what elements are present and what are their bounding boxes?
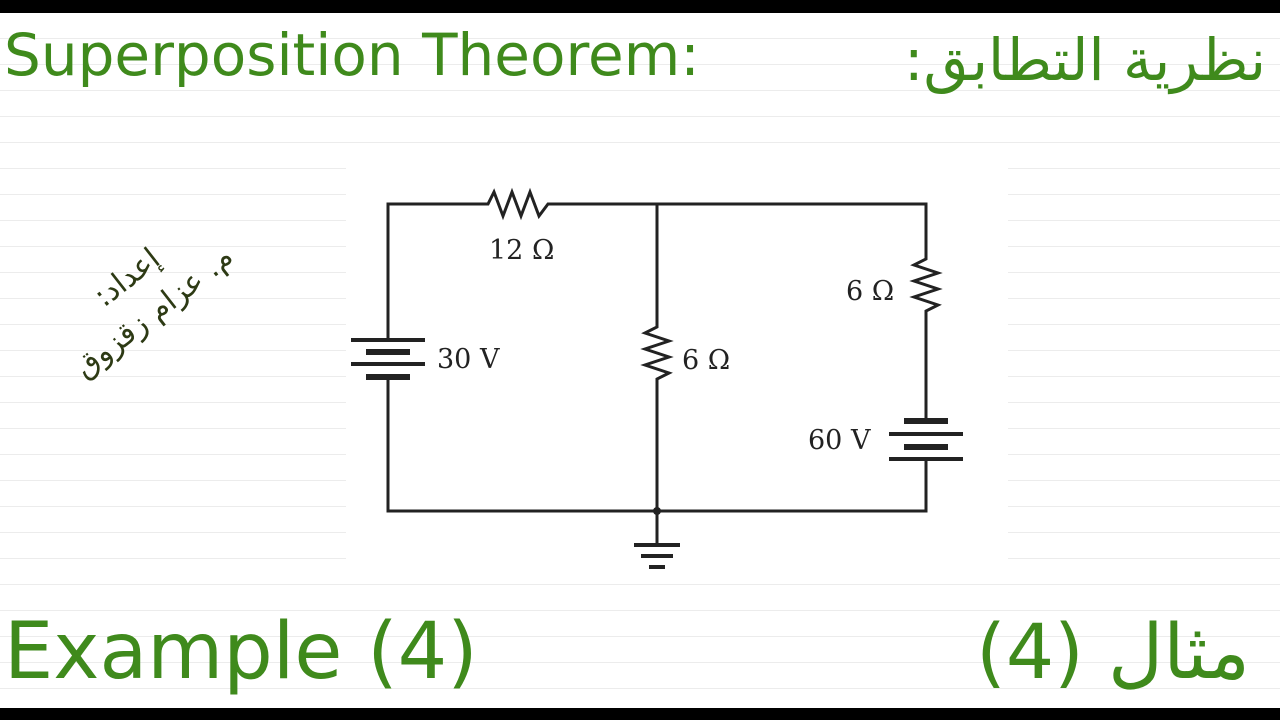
junction-dot bbox=[653, 507, 661, 515]
circuit-panel bbox=[346, 160, 1008, 560]
label-r-right: 6 Ω bbox=[846, 276, 894, 307]
top-black-bar bbox=[0, 0, 1280, 13]
label-r-middle: 6 Ω bbox=[682, 345, 730, 376]
example-arabic: مثال (4) bbox=[976, 607, 1250, 696]
right-branch-upper bbox=[909, 202, 943, 422]
label-r-top: 12 Ω bbox=[489, 235, 554, 266]
top-wire bbox=[386, 187, 928, 221]
middle-branch bbox=[640, 202, 674, 513]
title-arabic: نظرية التطابق: bbox=[904, 26, 1266, 94]
label-source-60v: 60 V bbox=[808, 425, 871, 456]
bottom-black-bar bbox=[0, 708, 1280, 720]
label-source-30v: 30 V bbox=[437, 344, 500, 375]
battery-30v bbox=[351, 338, 425, 380]
battery-60v bbox=[889, 418, 963, 461]
circuit-diagram: 12 Ω 6 Ω 6 Ω 30 V 60 V bbox=[351, 187, 963, 569]
example-english: Example (4) bbox=[4, 607, 478, 697]
title-english: Superposition Theorem: bbox=[4, 21, 700, 89]
ground-icon bbox=[634, 543, 680, 569]
